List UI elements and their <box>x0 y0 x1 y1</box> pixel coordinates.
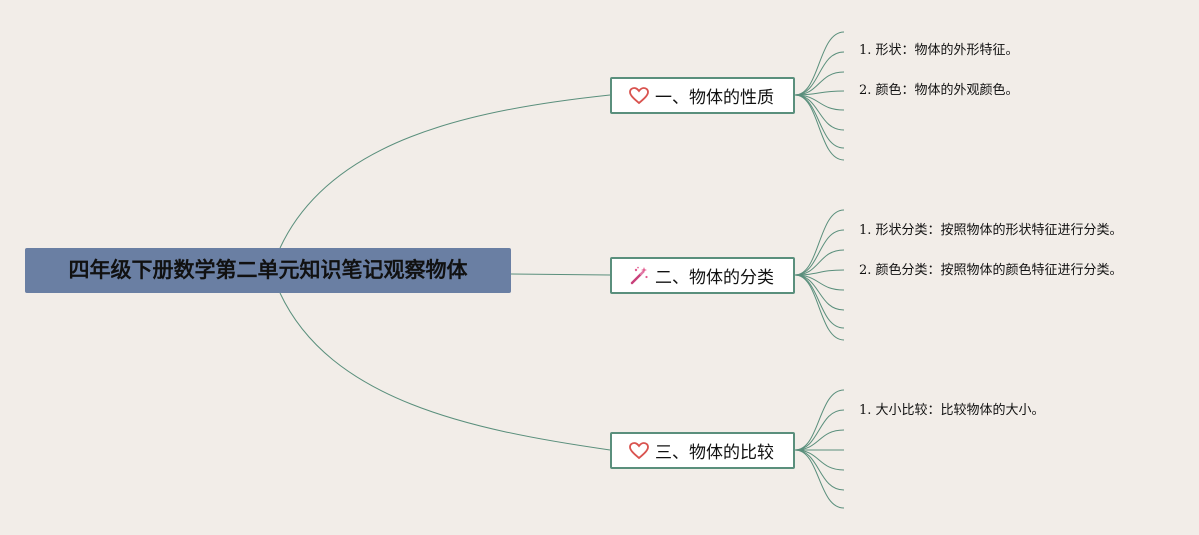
branch-topic-properties[interactable]: 一、物体的性质 <box>610 77 795 114</box>
leaf-topic[interactable]: 1. 大小比较：比较物体的大小。 <box>859 403 1045 418</box>
branch-topic-comparison[interactable]: 三、物体的比较 <box>610 432 795 469</box>
connector-branch-1-leaf <box>794 94 845 131</box>
branch-label: 二、物体的分类 <box>655 268 774 288</box>
connector-branch-2-leaf <box>794 274 845 311</box>
branch-topic-classification[interactable]: 二、物体的分类 <box>610 257 795 294</box>
connector-branch-1-leaf <box>794 94 845 161</box>
leaf-topic[interactable]: 1. 形状分类：按照物体的形状特征进行分类。 <box>859 223 1123 238</box>
connector-branch-2-leaf <box>794 229 845 276</box>
leaf-topic[interactable]: 2. 颜色：物体的外观颜色。 <box>859 83 1019 98</box>
heart-icon <box>628 441 650 461</box>
leaf-topic[interactable]: 1. 形状：物体的外形特征。 <box>859 43 1019 58</box>
connector-root-branch-2 <box>510 273 611 276</box>
root-topic[interactable]: 四年级下册数学第二单元知识笔记观察物体 <box>25 248 511 293</box>
branch-label: 三、物体的比较 <box>655 443 774 463</box>
connector-branch-1-leaf <box>794 31 845 96</box>
connector-root-branch-1 <box>279 94 611 249</box>
connector-branch-3-leaf <box>794 389 845 451</box>
connector-branch-1-leaf <box>794 51 845 96</box>
connector-branch-3-leaf <box>794 429 845 451</box>
connector-branch-3-leaf <box>794 449 845 509</box>
connector-branch-2-leaf <box>794 209 845 276</box>
branch-label: 一、物体的性质 <box>655 88 774 108</box>
connector-branch-3-leaf <box>794 409 845 451</box>
connector-branch-2-leaf <box>794 274 845 341</box>
connector-branch-3-leaf <box>794 449 845 491</box>
leaf-topic[interactable]: 2. 颜色分类：按照物体的颜色特征进行分类。 <box>859 263 1123 278</box>
connector-root-branch-3 <box>279 292 611 451</box>
heart-icon <box>628 86 650 106</box>
connector-branch-1-leaf <box>794 71 845 96</box>
connector-branch-3-leaf <box>794 449 845 471</box>
connector-branch-2-leaf <box>794 249 845 276</box>
magic-wand-icon <box>628 266 650 286</box>
